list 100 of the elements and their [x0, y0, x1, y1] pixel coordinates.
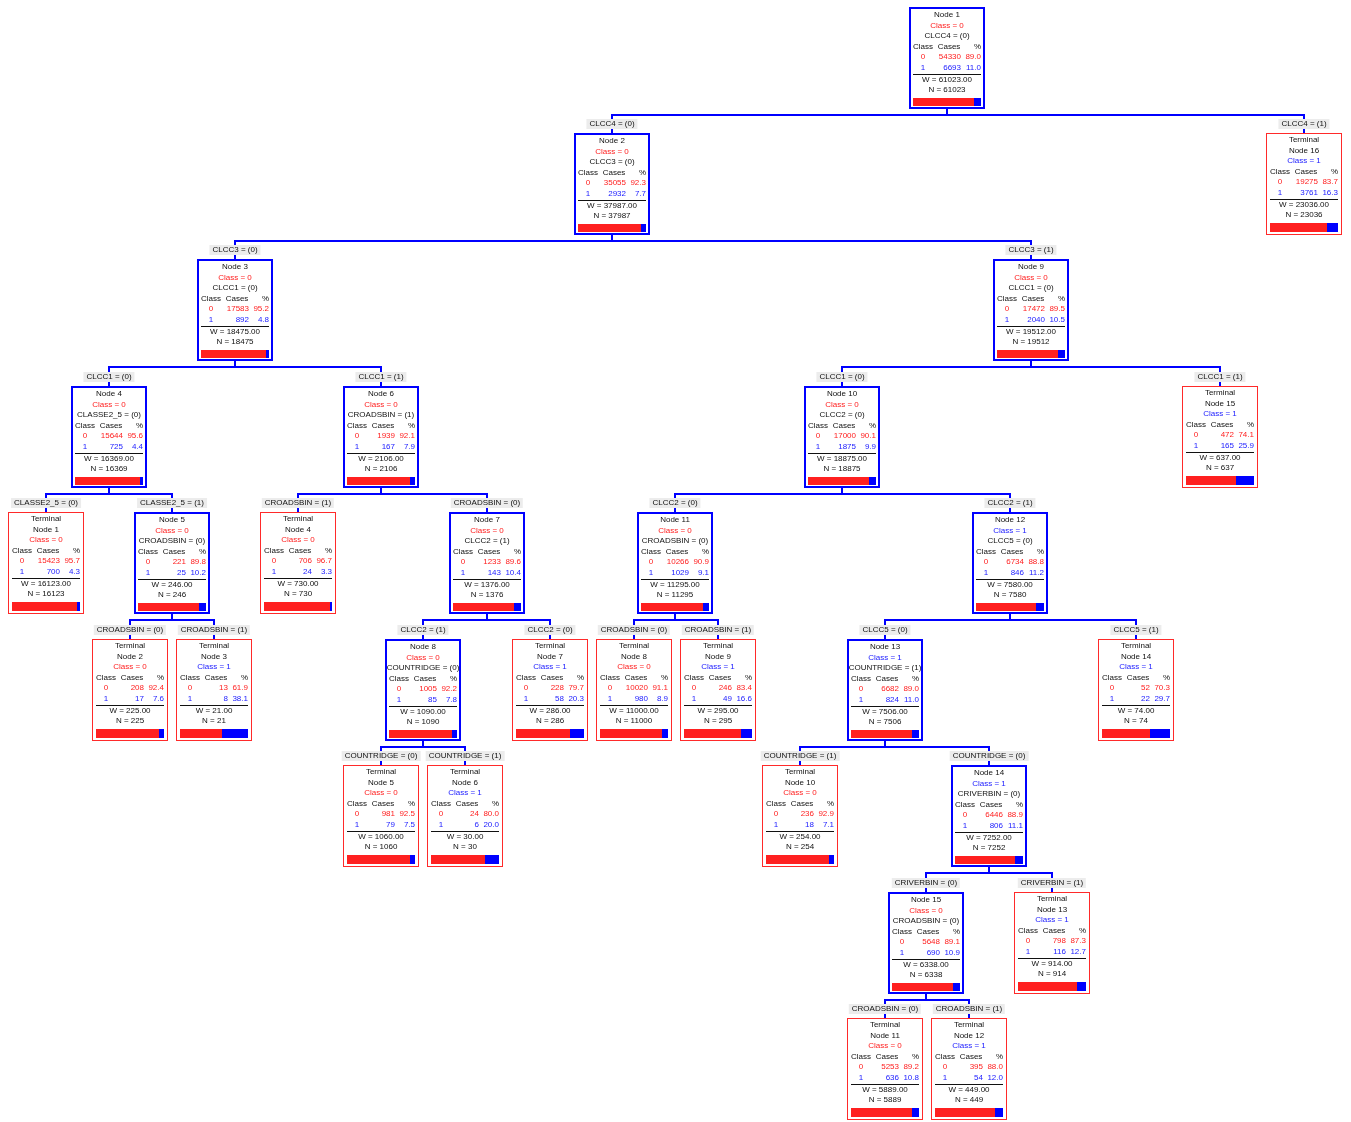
split-label: CROADSBIN = (0) [450, 498, 524, 508]
percentage: 92.5 [398, 809, 415, 820]
case-count: 10266 [665, 557, 689, 568]
class-value: 1 [186, 693, 194, 705]
split-node-box [71, 386, 147, 488]
predicted-class: Class = 0 [29, 535, 63, 546]
terminal-label: Terminal [198, 641, 230, 652]
case-count: 54 [973, 1072, 983, 1084]
percentage: 11.2 [1028, 567, 1044, 579]
node-title: Node 2 [599, 136, 625, 147]
terminal-node-box [512, 639, 588, 741]
column-header: Cases [1293, 166, 1319, 178]
node-title: Node 8 [621, 651, 647, 663]
class-value: 1 [102, 693, 110, 705]
case-count: 79 [385, 819, 395, 831]
class-value: 1 [459, 567, 467, 579]
percentage: 79.7 [567, 683, 584, 694]
case-count: 18 [804, 819, 814, 831]
column-header: Class [892, 926, 913, 938]
terminal-label: Terminal [282, 514, 314, 525]
tree-branch [380, 487, 488, 513]
weight-label: W = 1060.00 [358, 831, 404, 843]
terminal-label: Terminal [869, 1020, 901, 1031]
node-title: Node 3 [222, 262, 248, 273]
case-count: 690 [925, 947, 940, 959]
node-title: Node 10 [784, 777, 816, 789]
percentage: 12.7 [1069, 946, 1086, 958]
terminal-node-box [1266, 133, 1342, 235]
column-header: Cases [958, 1051, 984, 1063]
percentage: 11.0 [903, 694, 919, 706]
column-header: Cases [35, 545, 61, 557]
weight-label: W = 637.00 [1199, 452, 1241, 464]
column-header: Cases [978, 799, 1004, 811]
percentage: 89.0 [964, 52, 981, 63]
percentage: 7.9 [402, 441, 415, 453]
case-count: 636 [884, 1072, 899, 1084]
split-node-box [951, 765, 1027, 867]
weight-label: W = 11295.00 [650, 579, 700, 591]
percentage: 38.1 [231, 693, 248, 705]
split-label: CLCC3 = (0) [209, 245, 261, 255]
percentage: 96.7 [315, 556, 332, 567]
split-label: CLCC1 = (1) [355, 372, 407, 382]
case-count: 116 [1052, 946, 1066, 958]
split-label: CROADSBIN = (1) [932, 1004, 1006, 1014]
count-label: N = 74 [1124, 716, 1148, 727]
predicted-class: Class = 0 [113, 662, 147, 673]
column-header: Cases [1209, 419, 1235, 431]
case-count: 980 [633, 693, 648, 705]
class-value: 0 [102, 683, 110, 694]
case-count: 2932 [607, 188, 626, 200]
class-value: 0 [437, 809, 445, 820]
split-label: CROADSBIN = (0) [848, 1004, 922, 1014]
node-title: Node 12 [994, 515, 1026, 526]
class-value: 1 [690, 693, 698, 705]
node-title: Node 13 [1036, 904, 1068, 916]
percentage: 4.4 [130, 441, 143, 453]
split-label: CLCC3 = (1) [1005, 245, 1057, 255]
class-value: 0 [270, 556, 278, 567]
class-value: 1 [857, 1072, 865, 1084]
count-label: N = 7506 [868, 717, 902, 728]
predicted-class: Class = 1 [197, 662, 231, 673]
case-count: 246 [717, 683, 732, 694]
predicted-class: Class = 0 [155, 525, 189, 537]
weight-label: W = 18875.00 [816, 453, 867, 465]
split-node-box [888, 892, 964, 994]
percentage: 91.1 [651, 683, 668, 694]
node-title: Node 7 [474, 515, 500, 526]
case-count: 706 [297, 556, 312, 567]
class-value: 0 [353, 431, 361, 442]
percentage: 7.8 [444, 694, 457, 706]
percentage: 92.9 [817, 809, 834, 820]
class-value: 1 [1192, 440, 1200, 452]
split-condition: CROADSBIN = (1) [347, 410, 415, 421]
class-value: 1 [437, 819, 445, 831]
node-title: Node 8 [410, 642, 436, 653]
class-value: 0 [1003, 304, 1011, 315]
percentage: 95.2 [252, 304, 269, 315]
percentage: 7.5 [402, 819, 415, 831]
percentage: 7.1 [821, 819, 834, 831]
count-label: N = 5889 [868, 1095, 902, 1106]
percentage: 89.1 [943, 937, 960, 948]
class-value: 0 [144, 557, 152, 568]
terminal-label: Terminal [953, 1020, 985, 1031]
terminal-node-box [260, 512, 336, 614]
split-label: CROADSBIN = (1) [261, 498, 335, 508]
percentage: 88.9 [1006, 810, 1023, 821]
class-value: 1 [1276, 187, 1284, 199]
predicted-class: Class = 0 [406, 652, 440, 664]
column-header: Class [75, 420, 96, 432]
column-header: Cases [1125, 672, 1151, 684]
case-count: 6693 [942, 62, 961, 74]
case-count: 725 [108, 441, 123, 453]
class-value: 0 [18, 556, 26, 567]
weight-label: W = 74.00 [1117, 705, 1155, 717]
column-header: Cases [831, 420, 857, 432]
percentage: 10.8 [902, 1072, 919, 1084]
split-condition: CLASSE2_5 = (0) [77, 410, 141, 421]
terminal-node-box [1098, 639, 1174, 741]
weight-label: W = 7580.00 [987, 579, 1033, 591]
percentage: 11.0 [965, 62, 981, 74]
